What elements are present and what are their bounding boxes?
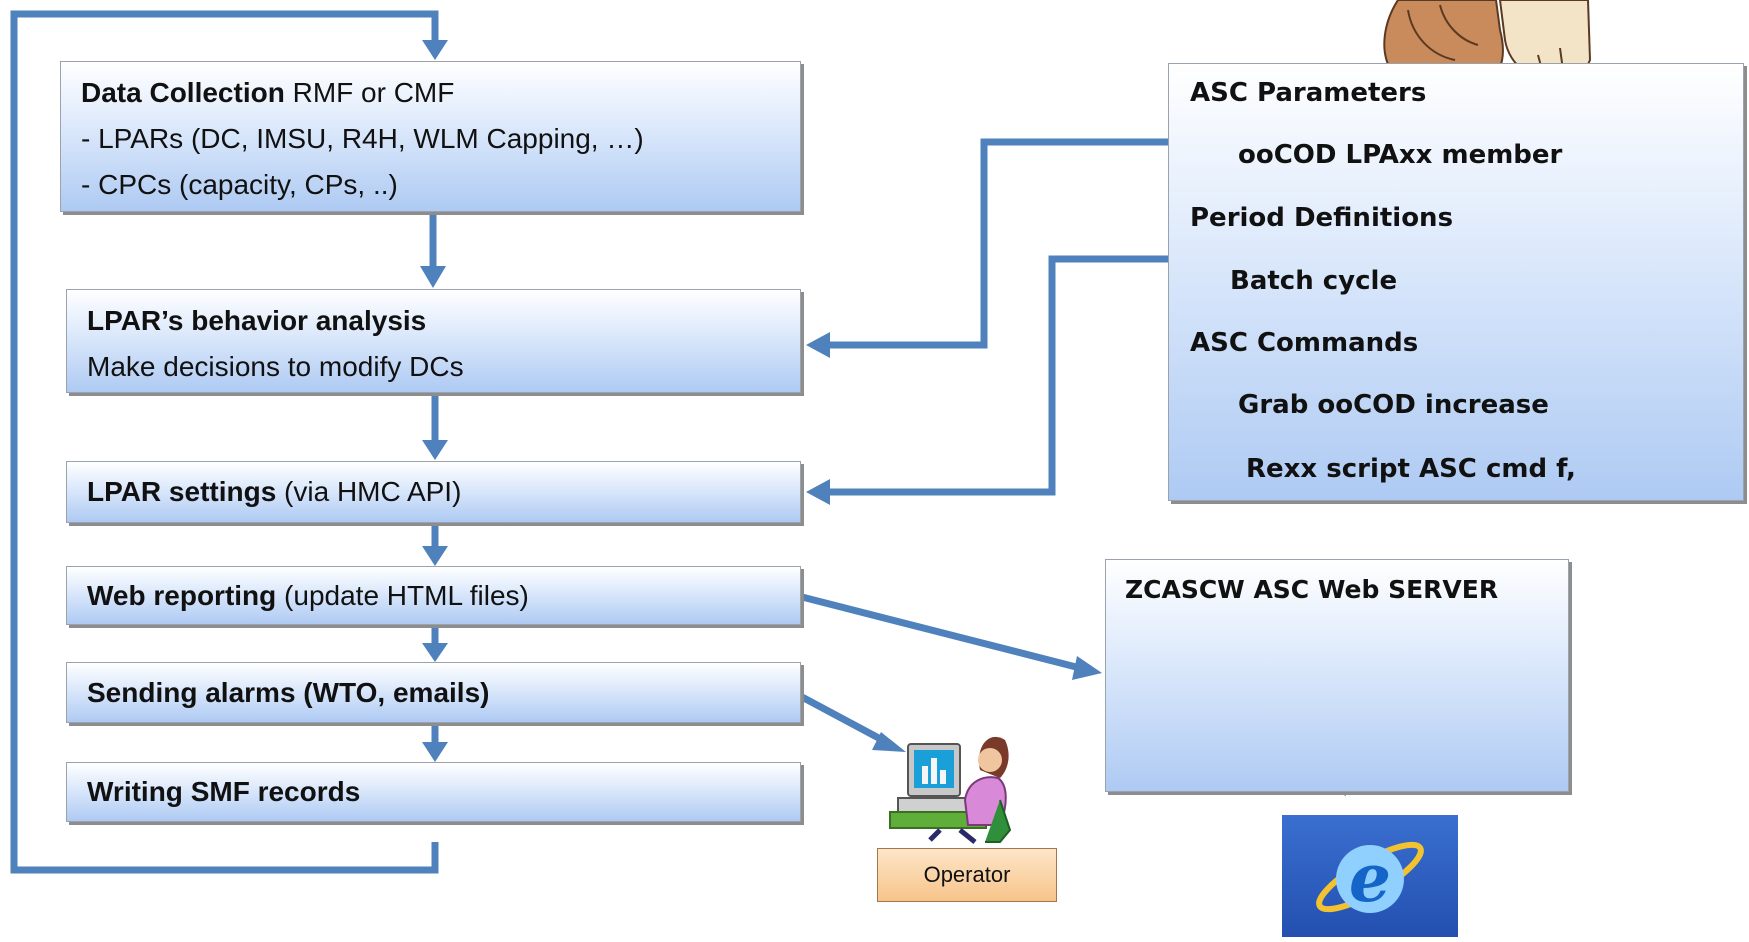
lpar-settings-box: LPAR settings (via HMC API) [66, 461, 801, 523]
data-collection-cpcs: - CPCs (capacity, CPs, ..) [81, 169, 398, 200]
asc-line-rexx-script: Rexx script ASC cmd f, [1246, 454, 1576, 484]
connector-web-server [801, 593, 1081, 672]
web-reporting-suffix: (update HTML files) [276, 580, 529, 611]
connector-operator [800, 693, 890, 747]
arrowhead-operator [872, 732, 906, 752]
writing-smf-title: Writing SMF records [87, 776, 361, 807]
arrowhead-smf [422, 742, 448, 762]
operator-label-box: Operator [877, 848, 1057, 902]
connector-asc-behavior [828, 138, 1168, 349]
web-server-title: ZCASCW ASC Web SERVER [1125, 575, 1499, 604]
sending-alarms-title: Sending alarms (WTO, emails) [87, 677, 490, 708]
asc-line-commands: ASC Commands [1190, 328, 1419, 358]
writing-smf-box: Writing SMF records [66, 762, 801, 822]
behavior-analysis-text: Make decisions to modify DCs [87, 351, 464, 382]
data-collection-lpars: - LPARs (DC, IMSU, R4H, WLM Capping, …) [81, 123, 644, 154]
internet-explorer-icon: e [1282, 815, 1458, 937]
asc-line-batch-cycle: Batch cycle [1230, 266, 1398, 296]
sending-alarms-box: Sending alarms (WTO, emails) [66, 662, 801, 723]
asc-line-period-definitions: Period Definitions [1190, 203, 1454, 233]
asc-line-grab-oocod: Grab ooCOD increase [1238, 390, 1549, 420]
data-collection-title: Data Collection [81, 77, 285, 108]
arrowhead-loop [422, 40, 448, 60]
behavior-analysis-title: LPAR’s behavior analysis [87, 305, 427, 336]
asc-line-parameters: ASC Parameters [1190, 78, 1427, 108]
behavior-analysis-box: LPAR’s behavior analysis Make decisions … [66, 289, 801, 393]
arrowhead-web [422, 546, 448, 566]
arrowhead-alarms [422, 643, 448, 662]
lpar-settings-suffix: (via HMC API) [276, 476, 462, 507]
asc-panel: ASC Parameters ooCOD LPAxx member Period… [1168, 63, 1744, 501]
lpar-settings-title: LPAR settings [87, 476, 277, 507]
arrowhead-web-server [1072, 656, 1102, 680]
arrowhead-settings [422, 440, 448, 460]
arrowhead-asc-behavior [806, 332, 830, 358]
data-collection-suffix: RMF or CMF [284, 77, 455, 108]
arrowhead-behavior [420, 266, 446, 288]
connector-asc-settings [828, 255, 1168, 496]
arrowhead-asc-settings [806, 479, 830, 505]
svg-text:e: e [1349, 839, 1391, 917]
operator-label: Operator [923, 862, 1011, 887]
web-reporting-title: Web reporting [87, 580, 277, 611]
loop-connector [10, 10, 439, 874]
data-collection-box: Data Collection RMF or CMF - LPARs (DC, … [60, 61, 801, 212]
web-reporting-box: Web reporting (update HTML files) [66, 566, 801, 625]
web-server-box: ZCASCW ASC Web SERVER [1105, 559, 1569, 792]
asc-line-oocod-member: ooCOD LPAxx member [1238, 140, 1563, 170]
